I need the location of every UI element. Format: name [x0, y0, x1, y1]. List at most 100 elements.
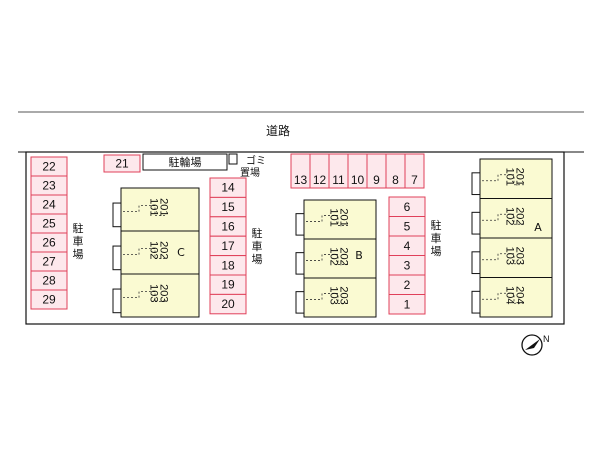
room-number-lower: 102 — [504, 207, 516, 225]
road-label: 道路 — [266, 123, 290, 138]
parking-slot-18: 18 — [209, 255, 247, 276]
parking-number: 25 — [42, 217, 56, 231]
parking-number: 26 — [42, 236, 56, 250]
parking-label-mid-2: 車 — [252, 239, 263, 253]
parking-label-left-1: 駐 — [73, 221, 84, 235]
parking-slot-21: 21 — [103, 154, 141, 173]
parking-slot-5: 5 — [388, 216, 426, 237]
parking-number: 23 — [42, 179, 56, 193]
parking-number: 9 — [373, 173, 380, 187]
parking-number: 7 — [411, 173, 418, 187]
parking-slot-9: 9 — [366, 153, 387, 189]
room-number-lower: 103 — [147, 284, 159, 302]
room-number-lower: 102 — [147, 241, 159, 259]
parking-label-mid-3: 場 — [252, 253, 263, 266]
parking-label-left: 駐 車 場 — [73, 221, 84, 261]
parking-number: 24 — [42, 198, 56, 212]
room-number-lower: 101 — [504, 168, 516, 186]
parking-number: 28 — [42, 274, 56, 288]
parking-slot-17: 17 — [209, 235, 247, 257]
building-label: B — [355, 249, 363, 262]
parking-number: 12 — [313, 173, 327, 187]
parking-label-right-3: 場 — [431, 245, 442, 258]
parking-number: 14 — [221, 181, 235, 195]
parking-slot-1: 1 — [388, 294, 426, 315]
room-number-upper: 204 — [514, 286, 526, 304]
parking-number: 2 — [404, 278, 411, 292]
parking-slot-8: 8 — [385, 153, 406, 189]
parking-number: 6 — [404, 200, 411, 214]
room-number-lower: 101 — [328, 208, 340, 226]
room-number-upper: 203 — [514, 247, 526, 265]
parking-slot-19: 19 — [209, 274, 247, 295]
parking-slot-12: 12 — [309, 153, 330, 189]
parking-slot-23: 23 — [30, 175, 68, 196]
room-number-lower: 104 — [504, 286, 516, 304]
parking-label-left-3: 場 — [73, 248, 84, 261]
parking-slot-11: 11 — [328, 153, 349, 189]
garbage-area — [228, 153, 238, 165]
parking-number: 16 — [221, 220, 235, 234]
building-layer: 201101202102203103C201101202102203103B20… — [112, 158, 553, 318]
room-number-upper: 201 — [157, 198, 169, 216]
parking-slot-7: 7 — [404, 153, 425, 189]
parking-slot-25: 25 — [30, 213, 68, 234]
parking-slot-6: 6 — [388, 196, 426, 217]
parking-slot-22: 22 — [30, 156, 68, 177]
building-label: A — [534, 221, 542, 234]
parking-number: 27 — [42, 255, 56, 269]
parking-slot-14: 14 — [209, 177, 247, 198]
room-number-upper: 202 — [514, 207, 526, 225]
parking-slot-24: 24 — [30, 194, 68, 215]
compass-icon: N — [521, 334, 550, 356]
garbage-label-line2: 置場 — [240, 166, 260, 179]
parking-number: 17 — [221, 239, 235, 253]
parking-label-right-2: 車 — [431, 231, 442, 245]
parking-number: 15 — [221, 200, 235, 214]
parking-label-left-2: 車 — [73, 234, 84, 248]
room-number-upper: 202 — [338, 247, 350, 265]
bike-parking-area — [142, 153, 228, 171]
parking-number: 29 — [42, 293, 56, 307]
room-number-lower: 101 — [147, 198, 159, 216]
parking-slot-20: 20 — [209, 293, 247, 315]
parking-slot-26: 26 — [30, 232, 68, 253]
parking-slot-10: 10 — [347, 153, 368, 189]
parking-number: 19 — [221, 278, 235, 292]
parking-label-right: 駐 車 場 — [431, 218, 442, 258]
parking-number: 1 — [404, 297, 411, 311]
room-number-upper: 201 — [514, 168, 526, 186]
bike-parking-label: 駐輪場 — [169, 155, 202, 169]
parking-number: 8 — [392, 173, 399, 187]
parking-number: 20 — [221, 297, 235, 311]
parking-number: 3 — [404, 258, 411, 272]
parking-slot-2: 2 — [388, 274, 426, 295]
parking-number: 22 — [42, 160, 56, 174]
parking-number: 13 — [294, 173, 308, 187]
room-number-upper: 203 — [338, 286, 350, 304]
parking-slot-4: 4 — [388, 235, 426, 256]
room-number-upper: 203 — [157, 284, 169, 302]
room-number-lower: 103 — [328, 286, 340, 304]
parking-label-right-1: 駐 — [431, 218, 442, 232]
parking-number: 4 — [404, 239, 411, 253]
room-number-lower: 102 — [328, 247, 340, 265]
parking-slot-16: 16 — [209, 216, 247, 237]
parking-number: 11 — [332, 173, 345, 187]
parking-number: 21 — [115, 157, 129, 171]
garbage-label-line1: ゴミ — [246, 154, 266, 167]
